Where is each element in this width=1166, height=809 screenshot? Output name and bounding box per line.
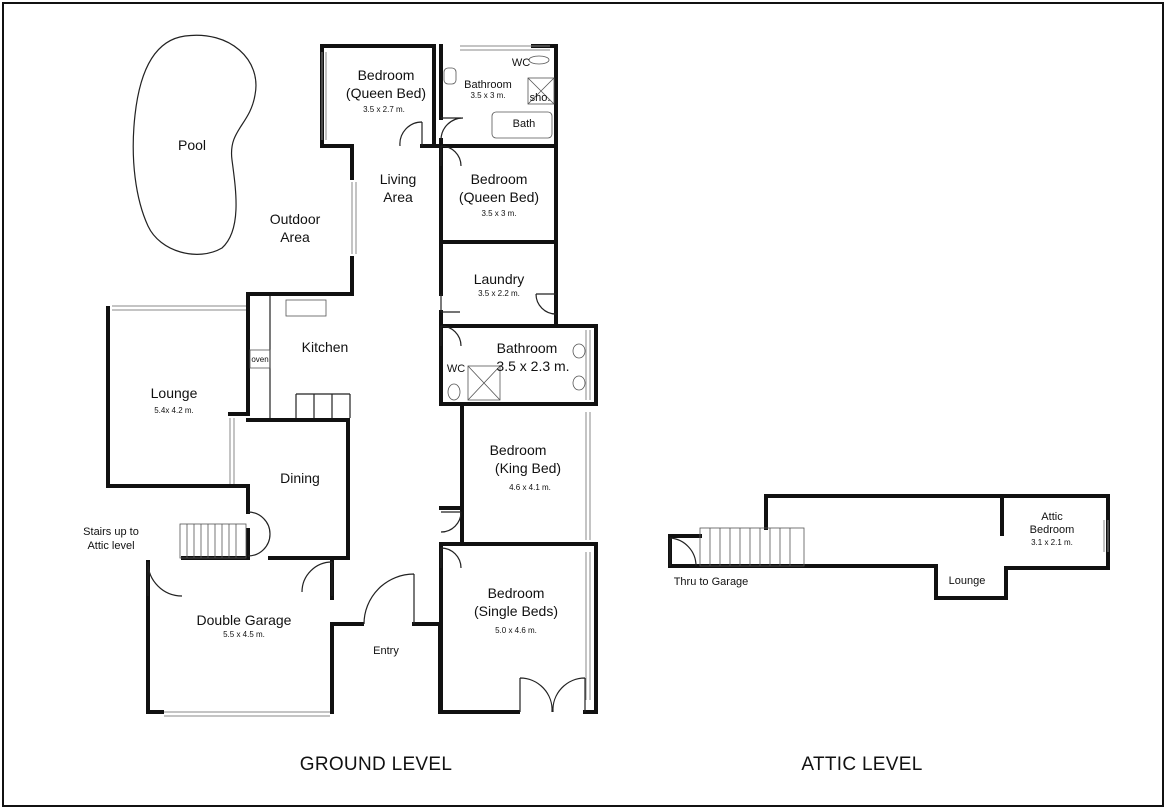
bed-king-name-1: Bedroom <box>490 442 547 458</box>
attic-stairs <box>699 527 805 567</box>
ground-level-title: GROUND LEVEL <box>300 754 452 775</box>
laundry-size: 3.5 x 2.2 m. <box>478 289 520 298</box>
living-area-label-2: Area <box>383 189 413 205</box>
bath1-name: Bathroom <box>464 79 512 91</box>
pool-label: Pool <box>178 137 206 153</box>
bed2-name-2: (Queen Bed) <box>459 189 539 205</box>
kitchen-walls <box>269 296 351 418</box>
bath1-size: 3.5 x 3 m. <box>470 91 505 100</box>
thru-to-garage-label: Thru to Garage <box>674 576 749 588</box>
bath1-bath: Bath <box>513 118 536 130</box>
living-area-label-1: Living <box>380 171 417 187</box>
ground-level-plan: Pool Outdoor Area Living Area Bedroom (Q… <box>83 34 598 775</box>
attic-door <box>669 537 697 567</box>
stairs-label-1: Stairs up to <box>83 526 139 538</box>
fixtures <box>249 55 586 401</box>
attic-bedroom-name-1: Attic <box>1041 511 1063 523</box>
bath1-shower: sho. <box>530 92 551 104</box>
pool-outline <box>132 34 257 255</box>
dining-name: Dining <box>280 470 320 486</box>
garage-name: Double Garage <box>197 612 292 628</box>
kitchen-oven: oven <box>251 355 268 364</box>
bath2-name: Bathroom <box>497 340 558 356</box>
lounge-name: Lounge <box>151 385 198 401</box>
attic-level-title: ATTIC LEVEL <box>801 754 922 775</box>
bed-single-name-2: (Single Beds) <box>474 603 558 619</box>
kitchen-name: Kitchen <box>302 339 349 355</box>
bath1-wc: WC <box>512 57 530 69</box>
attic-windows <box>1103 520 1109 552</box>
garage-size: 5.5 x 4.5 m. <box>223 630 265 639</box>
bed2-name-1: Bedroom <box>471 171 528 187</box>
attic-bedroom-size: 3.1 x 2.1 m. <box>1031 538 1073 547</box>
lounge-size: 5.4x 4.2 m. <box>154 406 194 415</box>
outdoor-area-label-1: Outdoor <box>270 211 321 227</box>
stairs-label-2: Attic level <box>87 540 134 552</box>
bath2-size: 3.5 x 2.3 m. <box>496 358 569 374</box>
stairs-ground <box>179 523 247 559</box>
bed1-size: 3.5 x 2.7 m. <box>363 105 405 114</box>
attic-bedroom-name-2: Bedroom <box>1030 524 1075 536</box>
bed-king-name-2: (King Bed) <box>495 460 561 476</box>
outdoor-area-label-2: Area <box>280 229 310 245</box>
bath2-wc: WC <box>447 363 465 375</box>
attic-level-plan: Attic Bedroom 3.1 x 2.1 m. Lounge Thru t… <box>668 494 1110 775</box>
bed1-name-1: Bedroom <box>358 67 415 83</box>
bed1-name-2: (Queen Bed) <box>346 85 426 101</box>
laundry-name: Laundry <box>474 271 525 287</box>
attic-lounge-label: Lounge <box>949 575 986 587</box>
entry-label: Entry <box>373 645 399 657</box>
bed-single-name-1: Bedroom <box>488 585 545 601</box>
windows <box>112 45 591 717</box>
doors <box>147 117 586 713</box>
bed-single-size: 5.0 x 4.6 m. <box>495 626 537 635</box>
bed-king-size: 4.6 x 4.1 m. <box>509 483 551 492</box>
bed2-size: 3.5 x 3 m. <box>481 209 516 218</box>
